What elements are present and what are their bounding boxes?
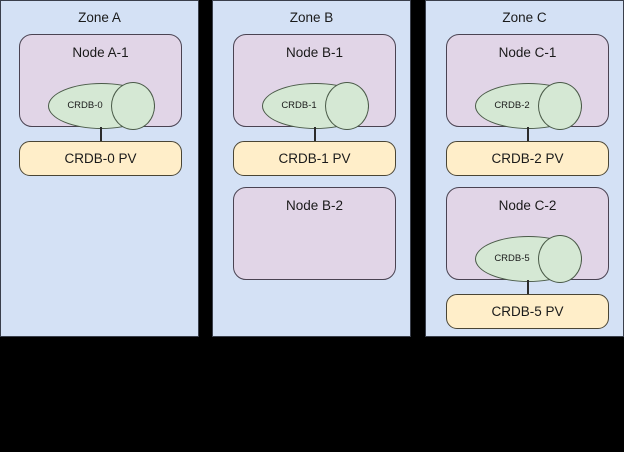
pv-label: CRDB-2 PV: [491, 150, 564, 166]
pv-label: CRDB-5 PV: [491, 303, 564, 319]
node-box-c-2: Node C-2 CRDB-5: [446, 187, 609, 283]
pod-cylinder-crdb-1: CRDB-1: [262, 82, 369, 130]
pv-box-crdb-0: CRDB-0 PV: [19, 141, 182, 176]
node-title: Node C-2: [498, 198, 557, 213]
cylinder-end-cap: [538, 235, 582, 283]
zone-panel-b: Zone B Node B-1 CRDB-1 CRDB-1 PV Node B-…: [212, 0, 411, 337]
node-title: Node B-1: [285, 45, 344, 60]
zone-panel-c: Zone C Node C-1 CRDB-2 CRDB-2 PV Node C-…: [425, 0, 624, 337]
node-box-b-2: Node B-2: [233, 187, 396, 280]
pod-cylinder-crdb-0: CRDB-0: [48, 82, 155, 130]
node-box-a-1: Node A-1 CRDB-0: [19, 34, 182, 130]
pv-box-crdb-5: CRDB-5 PV: [446, 294, 609, 329]
connector-line: [527, 280, 529, 295]
node-title: Node A-1: [72, 45, 129, 60]
cylinder-end-cap: [111, 82, 155, 130]
zone-title: Zone C: [502, 10, 547, 25]
node-box-c-1: Node C-1 CRDB-2: [446, 34, 609, 130]
pod-label: CRDB-1: [281, 100, 317, 111]
zone-title: Zone B: [289, 10, 334, 25]
connector-line: [100, 127, 102, 142]
pv-label: CRDB-1 PV: [278, 150, 351, 166]
cylinder-end-cap: [325, 82, 369, 130]
node-title: Node C-1: [498, 45, 557, 60]
pod-label: CRDB-2: [494, 100, 530, 111]
pv-box-crdb-1: CRDB-1 PV: [233, 141, 396, 176]
zone-title: Zone A: [78, 10, 121, 25]
node-title: Node B-2: [285, 198, 344, 213]
pod-label: CRDB-0: [67, 100, 103, 111]
zone-panel-a: Zone A Node A-1 CRDB-0 CRDB-0 PV: [0, 0, 199, 337]
pod-cylinder-crdb-2: CRDB-2: [475, 82, 582, 130]
cylinder-end-cap: [538, 82, 582, 130]
node-box-b-1: Node B-1 CRDB-1: [233, 34, 396, 130]
pod-label: CRDB-5: [494, 253, 530, 264]
pv-box-crdb-2: CRDB-2 PV: [446, 141, 609, 176]
pv-label: CRDB-0 PV: [64, 150, 137, 166]
pod-cylinder-crdb-5: CRDB-5: [475, 235, 582, 283]
connector-line: [314, 127, 316, 142]
connector-line: [527, 127, 529, 142]
